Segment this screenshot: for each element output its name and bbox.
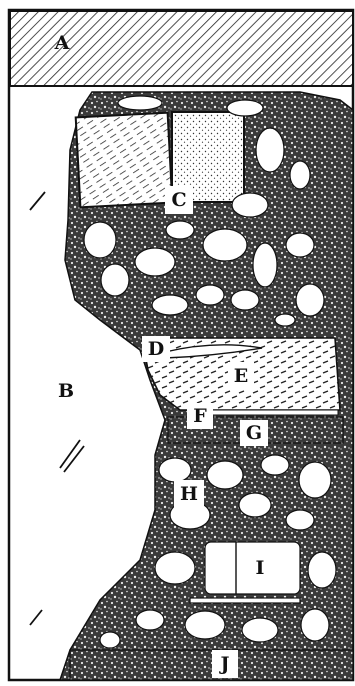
label-g: G [246, 422, 262, 444]
label-h: H [180, 483, 198, 505]
layer-j [70, 650, 353, 680]
label-e: E [234, 365, 248, 387]
label-d: D [148, 338, 164, 360]
label-i: I [256, 557, 265, 579]
label-c: C [171, 189, 186, 211]
label-f: F [193, 405, 207, 427]
label-j: J [219, 653, 230, 675]
label-b: B [58, 380, 74, 402]
label-a: A [54, 32, 70, 54]
